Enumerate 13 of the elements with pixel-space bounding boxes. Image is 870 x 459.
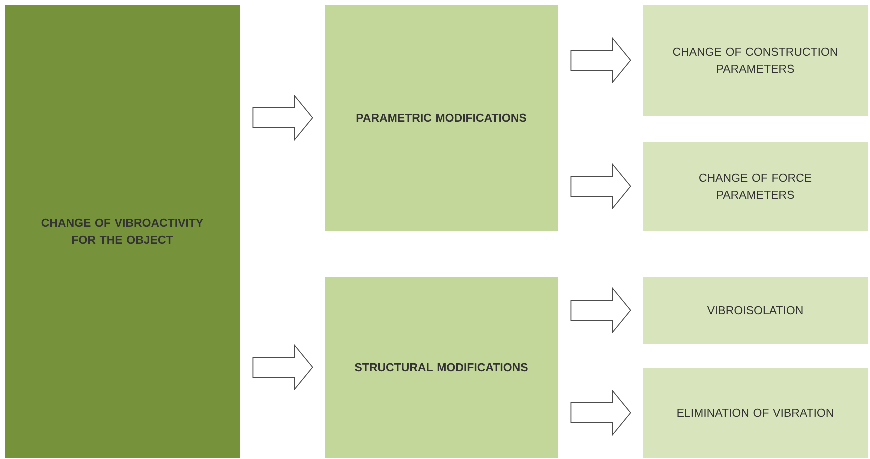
block-arrow (252, 344, 314, 391)
process-box: ELIMINATION OF VIBRATION (643, 368, 868, 458)
block-arrow (570, 163, 632, 210)
process-box: STRUCTURAL MODIFICATIONS (325, 277, 558, 458)
block-arrow (570, 390, 632, 436)
process-box: VIBROISOLATION (643, 277, 868, 344)
block-arrow (570, 287, 632, 334)
process-box: CHANGE OF VIBROACTIVITY FOR THE OBJECT (5, 5, 240, 458)
block-arrow (252, 94, 314, 142)
process-box: CHANGE OF CONSTRUCTION PARAMETERS (643, 5, 868, 116)
process-box: PARAMETRIC MODIFICATIONS (325, 5, 558, 231)
process-box: CHANGE OF FORCE PARAMETERS (643, 142, 868, 231)
block-arrow (570, 37, 632, 84)
